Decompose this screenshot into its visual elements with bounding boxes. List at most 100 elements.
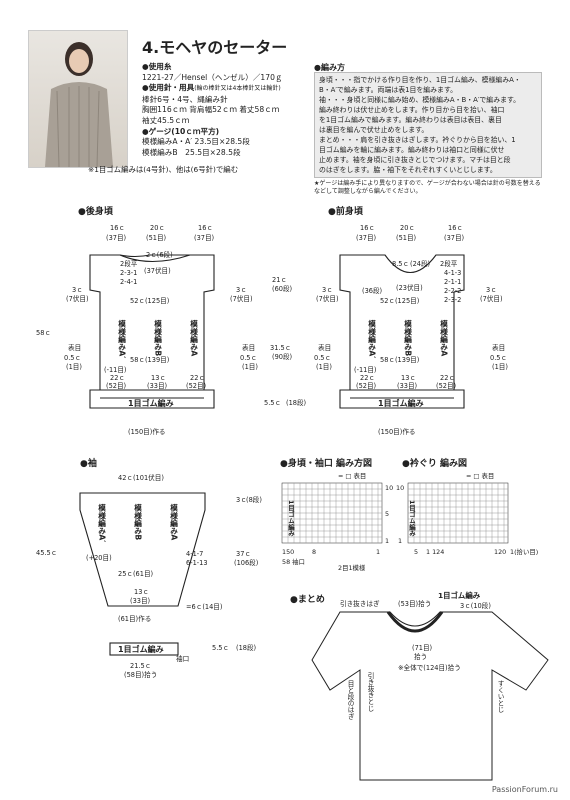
finish-join-1: 引き抜きとじ (366, 671, 374, 712)
sleeve-w21r: (58目)拾う (124, 670, 157, 679)
finish-total: ※全体で(124目)拾う (398, 663, 461, 672)
back-labels: 16ｃ (37目) 20ｃ (51目) 16ｃ (37目) 2ｃ(6段) (37… (36, 224, 306, 436)
back-top-2: 20ｃ (150, 224, 165, 232)
front-width: 52ｃ(125目) (380, 297, 419, 305)
sleeve-cast: (61目)作る (118, 614, 151, 623)
chart2-legend: = □ 表目 (466, 471, 494, 480)
chart2-b1: 5 (414, 548, 418, 556)
howto-line: まとめ・・・肩を引き抜きはぎします。衿ぐりから目を拾い、1 (319, 136, 516, 144)
front-neck-2: (23伏目) (396, 283, 423, 292)
section-chart1: ●身頃・袖口 編み方図 (280, 457, 372, 469)
front-b2r: (33目) (397, 382, 417, 390)
back-edge-r2: 0.5ｃ (240, 354, 257, 362)
sleeve-inc-2: 6-1-13 (186, 559, 208, 567)
front-top-2: 20ｃ (400, 224, 415, 232)
front-dec-5: 2-3-2 (444, 296, 461, 304)
chart1-repeat: 2目1模様 (338, 563, 366, 572)
back-midr: (90段) (272, 352, 292, 361)
back-body-diagram (89, 254, 215, 409)
back-cast: (150目)作る (128, 427, 166, 436)
front-edge-r3: (1目) (492, 363, 508, 371)
back-width: 52ｃ(125目) (130, 297, 169, 305)
back-edge-l3: (1目) (66, 363, 82, 371)
chart1-rib: 1目ゴム編み (287, 500, 295, 538)
back-pattern-a2: 模様編みA (189, 319, 198, 357)
footer-watermark: PassionForum.ru (491, 785, 558, 794)
front-pattern-a2: 模様編みA (439, 319, 448, 357)
sleeve-rib-h: 5.5ｃ (212, 644, 229, 652)
front-pattern-a1: 模様編みA′ (367, 319, 376, 359)
yarn-value: 1221-27／Hensel（ヘンゼル）／170ｇ (142, 72, 283, 82)
back-pattern-labels: 模様編みA′ 模様編みB 模様編みA (117, 319, 198, 359)
size-line-1: 胸囲116ｃｍ 背肩幅52ｃｍ 着丈58ｃｍ (142, 105, 280, 115)
howto-heading: ●編み方 (314, 63, 345, 72)
finish-labels: 引き抜きはぎ 1目ゴム編み 3ｃ(10段) (53目)拾う (71目) 拾う ※… (340, 591, 504, 720)
finish-seam: すくいとじ (496, 680, 504, 713)
howto-line: 身頃・・・指でかける作り目を作り、1目ゴム編み、模様編みA・ (319, 76, 521, 84)
sleeve-top: 42ｃ(101伏目) (118, 473, 164, 482)
front-dec-2: 4-1-3 (444, 269, 461, 277)
chart2-labels: = □ 表目 10 1 5 1 124 120 1(拾い目) (396, 471, 538, 556)
front-rib: 1目ゴム編み (378, 398, 424, 408)
back-sh: 21ｃ (272, 276, 287, 284)
chart1-b4: 1 (376, 548, 380, 556)
chart1-rows1: 1 (385, 537, 389, 545)
materials-block: ●使用糸 1221-27／Hensel（ヘンゼル）／170ｇ ●使用針・用具(輪… (142, 62, 312, 158)
sleeve-pattern-a2: 模様編みA (169, 503, 178, 541)
sleeve-pattern-a1: 模様編みA′ (97, 503, 106, 543)
gauge-note: ★ゲージは編み手により異なりますので、ゲージが合わない場合は針の号数を替えるなど… (314, 180, 541, 195)
front-edge-l3: (1目) (316, 363, 332, 371)
size-line-2: 袖丈45.5ｃｍ (142, 115, 190, 125)
back-top-3r: (37目) (194, 234, 214, 242)
howto-line: 目ゴム編みを輪に編みます。編み終わりは袖口と同様に伏せ (319, 146, 505, 154)
gauge-heading: ●ゲージ(10ｃｍ平方) (142, 126, 220, 136)
back-left-1: 3ｃ (72, 286, 83, 294)
back-edge-r3: (1目) (242, 363, 258, 371)
howto-line: 袖・・・身頃と同様に編み始め、模様編みA・B・A′で編みます。 (319, 96, 521, 104)
back-neck-4: 2-3-1 (120, 269, 137, 277)
front-b1: 22ｃ (360, 374, 375, 382)
tools-heading: ●使用針・用具 (142, 83, 195, 93)
back-ribh: 5.5ｃ (264, 399, 281, 407)
front-inc: (-11目) (354, 366, 377, 374)
sleeve-height: 45.5ｃ (36, 549, 57, 557)
sleeve-w13r: (33目) (130, 597, 150, 605)
chart2-b4: 1(拾い目) (510, 547, 538, 556)
front-top-3r: (37目) (444, 234, 464, 242)
sleeve-side-r: (106段) (234, 558, 258, 567)
chart2-b2: 1 124 (426, 548, 444, 556)
sleeve-w25: 25ｃ(61目) (118, 570, 153, 578)
chart1-rows5: 5 (385, 510, 389, 518)
back-hem: 58ｃ(139目) (130, 356, 169, 364)
front-top-1r: (37目) (356, 234, 376, 242)
front-neck: 8.5ｃ (392, 260, 409, 268)
front-dec-4: 2-2-2 (444, 287, 461, 295)
section-back: ●後身頃 (78, 205, 114, 217)
sleeve-dot: =6ｃ(14目) (186, 603, 222, 611)
front-b1r: (52目) (356, 382, 376, 390)
front-top-2r: (51目) (396, 234, 416, 242)
howto-box: 身頃・・・指でかける作り目を作り、1目ゴム編み、模様編みA・ B・A′で編みます… (314, 72, 542, 178)
sleeve-inc-count: (+20目) (86, 554, 112, 562)
sleeve-w21: 21.5ｃ (130, 662, 151, 670)
back-b2r: (33目) (147, 382, 167, 390)
front-body-diagram (339, 254, 465, 409)
chart1-grid (281, 482, 383, 544)
howto-line: を1目ゴム編みで編みます。編み終わりは表目は表目、裏目 (319, 116, 502, 124)
model-photo (28, 30, 128, 168)
front-b3r: (52目) (436, 382, 456, 390)
page-title: 4.モヘヤのセーター (142, 38, 288, 57)
back-top-1r: (37目) (106, 234, 126, 242)
chart1-rows10: 10 (385, 484, 393, 492)
front-left-1: 3ｃ (322, 286, 333, 294)
back-neck: 2ｃ(6段) (146, 250, 173, 259)
front-edge-r2: 0.5ｃ (490, 354, 507, 362)
back-top-2r: (51目) (146, 234, 166, 242)
section-sleeve: ●袖 (80, 457, 97, 469)
back-right-1b: (7伏目) (230, 294, 253, 303)
sleeve-labels: 42ｃ(101伏目) 45.5ｃ 3ｃ (8段) 37ｃ (106段) 4-1-… (36, 473, 262, 679)
front-hem: 58ｃ(139目) (380, 356, 419, 364)
howto-line: は裏目を編んで伏せ止めをします。 (319, 126, 429, 134)
back-neck-5: 2-4-1 (120, 278, 137, 286)
